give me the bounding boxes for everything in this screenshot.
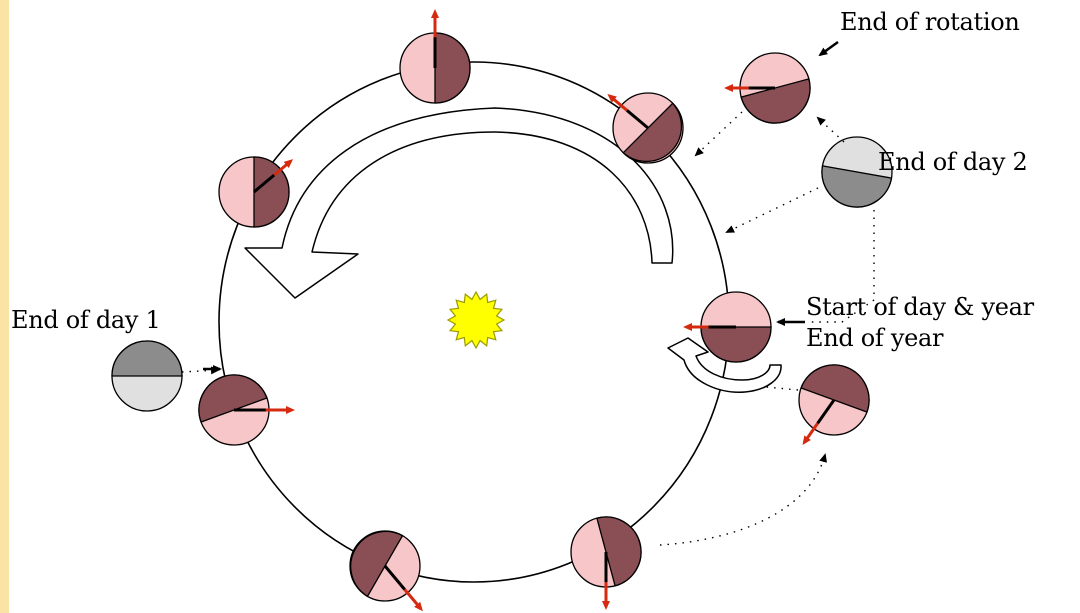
label-end-of-rotation: End of rotation [840, 8, 1020, 36]
day-1-ghost [111, 340, 183, 412]
label-pointers [203, 40, 839, 373]
label-end-of-year: End of year [806, 324, 944, 352]
planet-upper-left [218, 156, 294, 228]
orbit-direction-arrow [244, 107, 674, 299]
planet-top [399, 9, 471, 104]
planet-bottom-left [349, 530, 423, 612]
left-edge-strip [0, 0, 9, 613]
planet-left [198, 374, 295, 446]
label-end-of-day-1: End of day 1 [11, 306, 161, 334]
day-2-ghost [821, 136, 893, 208]
rotation-direction-arrow [667, 337, 782, 393]
planet-start [683, 291, 772, 363]
sun-icon [446, 290, 506, 350]
label-start-of-day-and-year: Start of day & year [806, 293, 1034, 321]
planet-bottom-right [570, 516, 642, 610]
label-end-of-day-2: End of day 2 [878, 148, 1028, 176]
planet-lower-right [798, 364, 870, 446]
planet-upper-right [607, 92, 684, 164]
planet-end-of-rotation [724, 52, 811, 124]
